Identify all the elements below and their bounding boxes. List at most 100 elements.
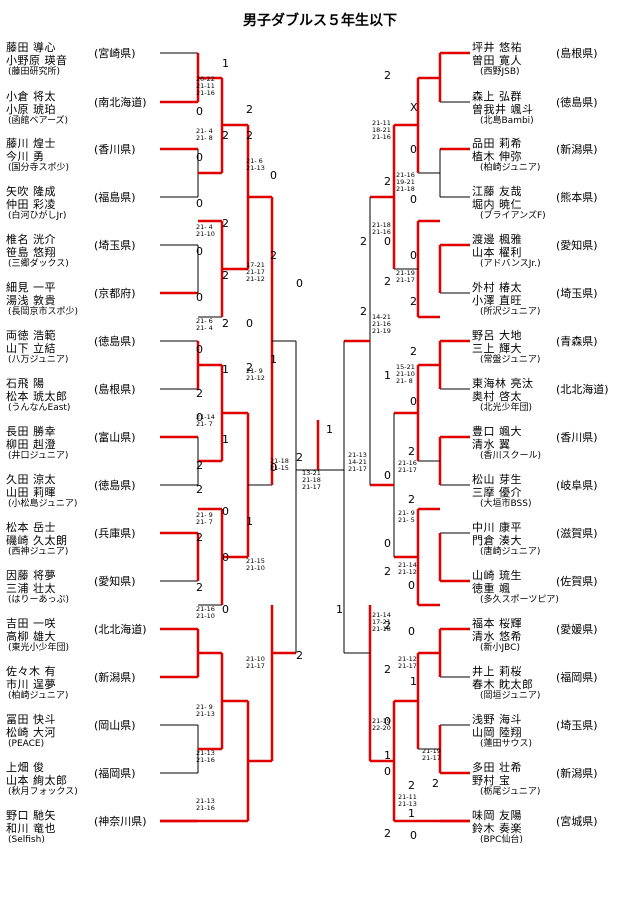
club-name: (函館ベアーズ) <box>8 116 69 126</box>
player-name: 磯崎 久太朗 <box>6 534 68 547</box>
match-score: 21-19 21-17 <box>422 747 441 762</box>
prefecture: (北北海道) <box>556 383 609 396</box>
match-score: 13-21 21-18 21-17 <box>302 469 321 491</box>
match-score: 21- 6 21- 4 <box>196 317 213 332</box>
match-result: 2 <box>432 777 439 790</box>
match-score: 14-21 21-16 21-19 <box>372 313 391 335</box>
match-result: 2 <box>410 345 417 358</box>
prefecture: (宮城県) <box>556 815 598 828</box>
prefecture: (岐阜県) <box>556 479 598 492</box>
match-score: 21- 6 21-13 <box>246 157 265 172</box>
match-result: 2 <box>384 827 391 840</box>
match-result: 2 <box>360 305 367 318</box>
player-name: 市川 逞夢 <box>6 678 56 691</box>
prefecture: (埼玉県) <box>556 719 598 732</box>
player-name: 三浦 壮太 <box>6 582 56 595</box>
prefecture: (南北海道) <box>94 96 147 109</box>
match-result: 0 <box>408 579 415 592</box>
match-result: 2 <box>384 565 391 578</box>
club-name: (PEACE) <box>8 739 45 749</box>
prefecture: (徳島県) <box>94 335 136 348</box>
match-result: 2 <box>296 451 303 464</box>
match-result: 0 <box>410 143 417 156</box>
match-result: 2 <box>196 531 203 544</box>
match-score: 21-16 21-17 <box>398 459 417 474</box>
club-name: (蓮田サウス) <box>480 739 533 749</box>
club-name: (北島Bambi) <box>480 116 534 126</box>
match-result: 1 <box>384 369 391 382</box>
club-name: (常盤ジュニア) <box>480 355 541 365</box>
match-result: 2 <box>384 175 391 188</box>
player-name: 豊口 颯大 <box>472 425 522 438</box>
match-score: 21-13 14-21 21-17 <box>348 451 367 473</box>
player-name: 因藤 将夢 <box>6 569 56 582</box>
club-name: (秋月フォックス) <box>8 787 78 797</box>
player-name: 多田 壮希 <box>472 761 522 774</box>
match-result: 0 <box>410 395 417 408</box>
player-name: 山田 莉暉 <box>6 486 56 499</box>
match-score: 21-14 21- 7 <box>196 413 215 428</box>
match-result: 0 <box>222 505 229 518</box>
match-score: 21-14 21-12 <box>398 561 417 576</box>
page-title: 男子ダブルス５年生以下 <box>243 13 397 29</box>
prefecture: (滋賀県) <box>556 527 598 540</box>
match-result: 1 <box>326 423 333 436</box>
match-result: 2 <box>222 129 229 142</box>
club-name: (白河ひがしJr) <box>8 211 67 221</box>
match-score: 21-16 21-10 <box>196 605 215 620</box>
player-name: 渡邊 楓雅 <box>472 233 522 246</box>
prefecture: (福島県) <box>94 191 136 204</box>
player-name: 山下 立結 <box>6 342 56 355</box>
player-name: 森上 弘群 <box>472 90 522 103</box>
player-name: 浅野 海斗 <box>472 713 522 726</box>
match-result: 1 <box>222 363 229 376</box>
player-name: 山岡 陸翔 <box>472 726 522 739</box>
match-result: 2 <box>384 275 391 288</box>
match-result: 2 <box>196 581 203 594</box>
player-name: 山崎 琉生 <box>472 569 522 582</box>
match-result: 2 <box>246 361 253 374</box>
match-result: 0 <box>196 291 203 304</box>
player-name: 外村 椿太 <box>472 281 522 294</box>
match-score: 21-13 21-16 <box>196 797 215 812</box>
match-result: 1 <box>410 675 417 688</box>
match-result: 2 <box>360 235 367 248</box>
player-name: 山本 櫂利 <box>472 246 522 259</box>
match-result: 0 <box>196 411 203 424</box>
prefecture: (佐賀県) <box>556 575 598 588</box>
match-result: 0 <box>384 469 391 482</box>
match-result: 0 <box>246 317 253 330</box>
club-name: (新小JBC) <box>480 643 520 653</box>
match-result: 2 <box>296 649 303 662</box>
match-result: 2 <box>196 459 203 472</box>
player-name: 山本 絢太郎 <box>6 774 68 787</box>
player-name: 江藤 友哉 <box>472 185 522 198</box>
match-score: 21-18 21-15 <box>270 457 289 472</box>
club-name: (西神ジュニア) <box>8 547 69 557</box>
match-result: 0 <box>384 537 391 550</box>
match-score: 21-11 18-21 21-16 <box>372 119 391 141</box>
match-result: 2 <box>270 249 277 262</box>
club-name: (長岡京市スポ少) <box>8 307 79 317</box>
prefecture: (香川県) <box>556 431 598 444</box>
match-result: 0 <box>196 197 203 210</box>
player-name: 野呂 大地 <box>472 329 522 342</box>
match-result: 0 <box>270 169 277 182</box>
match-score: 21-12 21-17 <box>398 655 417 670</box>
player-name: 湯浅 敦貴 <box>6 294 56 307</box>
club-name: (小松島ジュニア) <box>8 499 78 509</box>
player-name: 堀内 暁仁 <box>472 198 522 211</box>
match-result: 1 <box>384 749 391 762</box>
match-result: 1 <box>222 433 229 446</box>
prefecture: (新潟県) <box>556 767 598 780</box>
match-result: 2 <box>408 493 415 506</box>
player-name: 細見 一平 <box>6 281 56 294</box>
club-name: (北光少年団) <box>480 403 533 413</box>
prefecture: (島根県) <box>94 383 136 396</box>
match-result: 0 <box>384 235 391 248</box>
player-name: 小原 琥珀 <box>6 103 56 116</box>
club-name: (井口ジュニア) <box>8 451 69 461</box>
match-score: 21-13 21-16 <box>196 749 215 764</box>
player-name: 品田 莉希 <box>472 137 522 150</box>
match-result: 0 <box>410 249 417 262</box>
